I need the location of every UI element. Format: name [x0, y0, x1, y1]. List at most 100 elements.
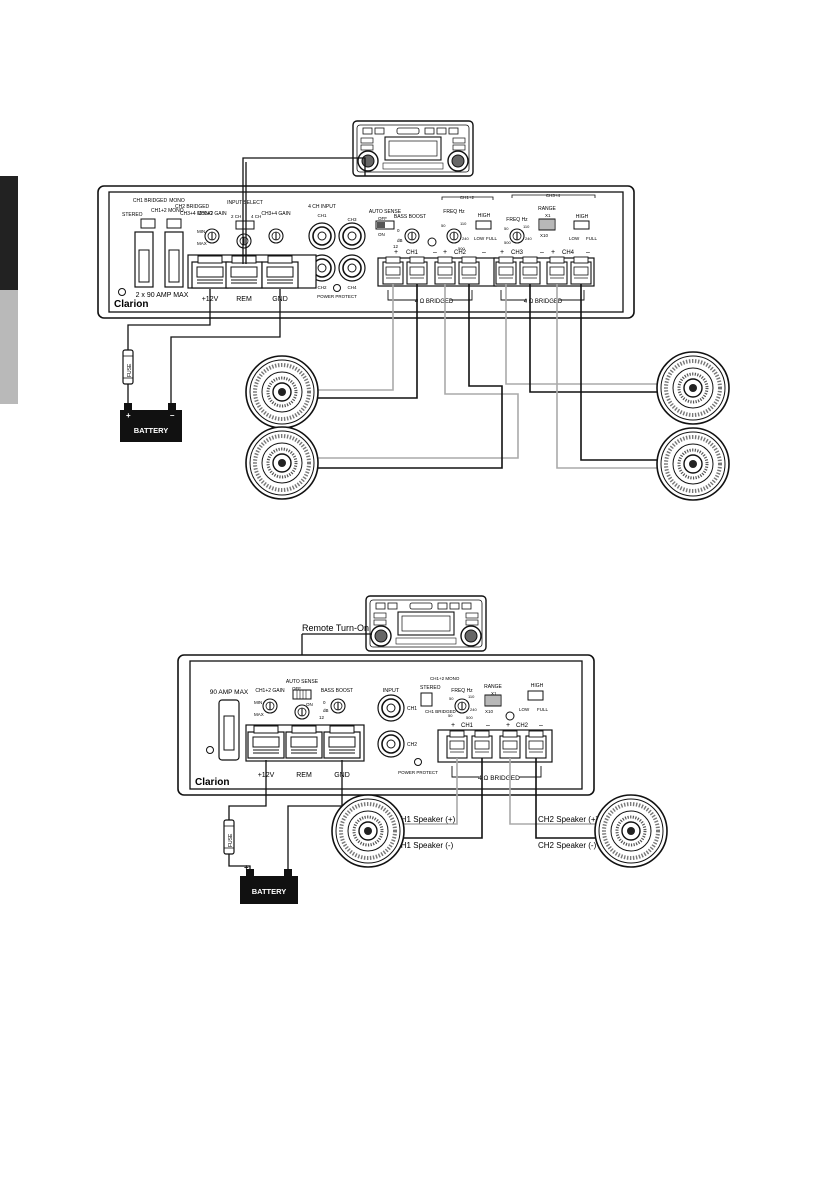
- amp2-freq-500: 500: [466, 715, 473, 720]
- amp2-fuse: [223, 715, 235, 751]
- amp1-fuse-slot-2: [164, 231, 184, 288]
- amp2-auto-sense: AUTO SENSE: [286, 679, 319, 685]
- amp1-bass-knob[interactable]: [404, 228, 420, 244]
- amp1-ch12-bracket: [441, 196, 494, 200]
- amp1-freq-knob-2[interactable]: [509, 228, 525, 244]
- wire2-ch2-neg: [535, 758, 600, 839]
- amp1-battery-minus: –: [170, 411, 175, 420]
- amp2-high: HIGH: [531, 683, 544, 689]
- amp2-battery-plus-mark: +: [244, 863, 249, 872]
- amp2-rca-ch1[interactable]: [377, 694, 405, 722]
- amp2-minus-2: –: [539, 722, 543, 729]
- speaker-3-front-right: [655, 350, 731, 426]
- wire2-ch1-neg: [404, 758, 483, 839]
- amp1-hpf-switch-2[interactable]: [573, 220, 590, 230]
- amp2-bass-boost: BASS BOOST: [321, 688, 353, 694]
- amp2-auto-sense-switch[interactable]: [292, 689, 312, 700]
- amp1-rca-label-ch2: CH2: [317, 285, 326, 290]
- amp1-mode-switch-1[interactable]: [140, 218, 156, 229]
- amp1-spk-term-7[interactable]: [546, 256, 568, 285]
- speaker-4-rear-right: [655, 426, 731, 502]
- amp1-label-rem: REM: [236, 296, 252, 303]
- amp1-power-led: [333, 284, 341, 292]
- amp2-gain-knob[interactable]: [262, 698, 278, 714]
- amp2-battery-label: BATTERY: [252, 887, 287, 896]
- amp2-db: dB: [323, 708, 329, 713]
- amp1-freq-500: 500: [458, 246, 465, 251]
- amp2-spk-term-2[interactable]: [471, 730, 493, 759]
- amp2-freq-50b: 50: [448, 713, 453, 718]
- amp1-ch1-bridged: CH1 BRIDGED: [133, 198, 168, 204]
- amp2-battery: [240, 876, 298, 904]
- amp2-x1: X1: [491, 691, 497, 696]
- amp1-mode-switch-2[interactable]: [166, 218, 182, 229]
- amp1-spk-term-2[interactable]: [406, 256, 428, 285]
- amp1-ch34-gain-knob[interactable]: [268, 228, 284, 244]
- ch1-speaker-neg-label: CH1 Speaker (-): [395, 841, 454, 850]
- amp2-power-protect: POWER PROTECT: [398, 770, 438, 775]
- amp1-input-select: INPUT SELECT: [227, 200, 263, 206]
- amp2-ch2-label: CH2: [516, 723, 529, 729]
- amp1-rem-knob[interactable]: [236, 233, 252, 249]
- amp1-off: OFF: [378, 216, 387, 221]
- amp1-spk-term-1[interactable]: [382, 256, 404, 285]
- amp2-input-label: INPUT: [383, 688, 400, 694]
- amp2-power-wire: [228, 760, 267, 820]
- amp1-spk-term-5[interactable]: [495, 256, 517, 285]
- amp2-battery-pos-post: [246, 869, 254, 876]
- amp1-spk-term-8[interactable]: [570, 256, 592, 285]
- head-unit-1: [352, 120, 474, 177]
- amp2-plus-1: +: [451, 722, 455, 729]
- amp2-db0: 0: [323, 700, 326, 705]
- amp1-freq-knob-1[interactable]: [446, 228, 462, 244]
- wire2-ch1-pos: [404, 758, 458, 825]
- amp2-spk-term-3[interactable]: [499, 730, 521, 759]
- amp2-freq-knob[interactable]: [454, 698, 470, 714]
- amp2-spk-term-4[interactable]: [525, 730, 547, 759]
- amp1-fuse-label: FUSE: [127, 363, 133, 377]
- amp2-on: ON: [306, 702, 313, 707]
- amp1-plus-3: +: [500, 249, 504, 256]
- amp2-range: RANGE: [484, 684, 502, 690]
- amp1-rca-ch4[interactable]: [338, 254, 366, 282]
- amp1-rca-ch3[interactable]: [338, 222, 366, 250]
- amp1-battery-neg-post: [168, 403, 176, 410]
- amp2-rca-ch2[interactable]: [377, 730, 405, 758]
- amp2-stereo: STEREO: [420, 685, 441, 691]
- amp1-ground-wire: [170, 289, 281, 404]
- amp2-ch12-gain-label: CH1+2 GAIN: [255, 688, 285, 694]
- amp1-brand: Clarion: [114, 299, 148, 310]
- amp2-low: LOW: [519, 707, 530, 712]
- amp1-spk-term-3[interactable]: [434, 256, 456, 285]
- amp1-ch12-title: CH1+2: [460, 195, 475, 200]
- amp1-4ch-input: 4 CH INPUT: [308, 204, 336, 210]
- diagram-2ch: Remote Turn-On 90 AMP MAX Clarion CH1+2 …: [177, 595, 669, 904]
- amp1-panel: [108, 191, 624, 313]
- amp1-ch34-title: CH3+4: [546, 193, 561, 198]
- amp2-ch1-label: CH1: [461, 723, 474, 729]
- amp1-db0: 0: [397, 228, 400, 233]
- remote-turn-on-label: Remote Turn-On: [302, 623, 369, 633]
- amp2-bridged: 4 Ω BRIDGED: [478, 775, 520, 782]
- amp2-spk-term-1[interactable]: [446, 730, 468, 759]
- amp1-ch12-gain-knob[interactable]: [204, 228, 220, 244]
- amp2-battery-neg-post: [284, 869, 292, 876]
- amp1-battery-label: BATTERY: [134, 426, 169, 435]
- amp1-input-select-switch[interactable]: [235, 220, 255, 230]
- amp1-spk-term-4[interactable]: [458, 256, 480, 285]
- amp1-auto-sense-slider: [377, 222, 385, 228]
- amp2-rem-knob[interactable]: [294, 704, 310, 720]
- amp1-rca-ch1[interactable]: [308, 222, 336, 250]
- amp2-hpf-switch[interactable]: [527, 690, 544, 701]
- amp1-high-1: HIGH: [478, 213, 491, 219]
- amp1-ch12-gain-label: CH1+2 GAIN: [197, 211, 227, 217]
- amp2-bass-knob[interactable]: [330, 698, 346, 714]
- amp1-fuse-2: [168, 249, 180, 283]
- section-tab-gray: [0, 290, 18, 404]
- amp1-spk-term-6[interactable]: [519, 256, 541, 285]
- amp2-mode-switch[interactable]: [420, 692, 433, 707]
- amp1-bridged-34: 4 Ω BRIDGED: [524, 299, 563, 305]
- amp1-hpf-switch-1[interactable]: [475, 220, 492, 230]
- amp2-db12: 12: [319, 715, 325, 720]
